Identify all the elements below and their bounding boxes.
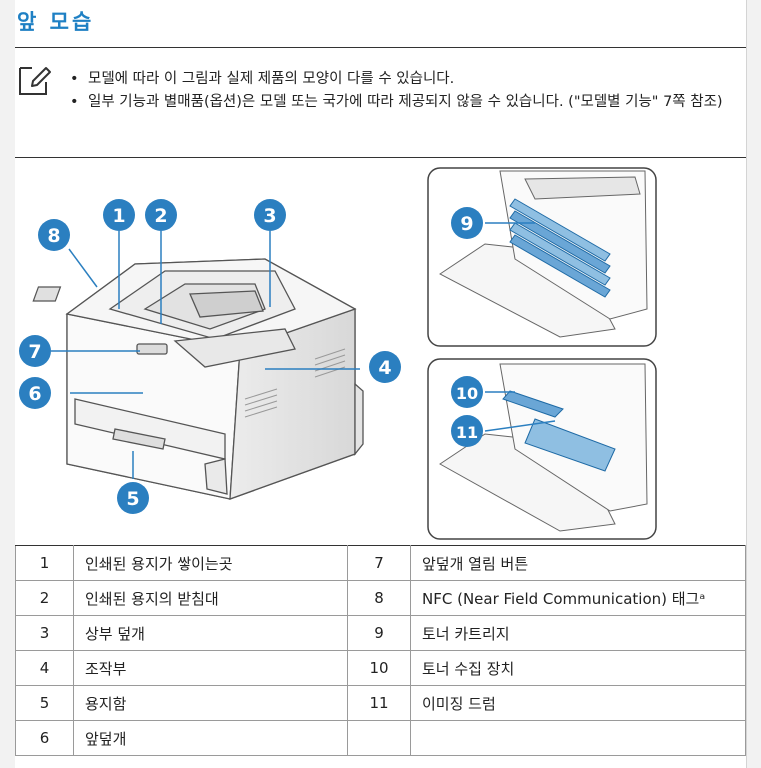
note-item: 일부 기능과 별매품(옵션)은 모델 또는 국가에 따라 제공되지 않을 수 있… <box>68 91 748 114</box>
part-number: 8 <box>347 580 411 616</box>
part-label: 인쇄된 용지의 받침대 <box>73 580 348 616</box>
part-number: 6 <box>15 720 74 756</box>
callout-10: 10 <box>451 376 483 408</box>
callout-2: 2 <box>145 199 177 231</box>
parts-table: 1 인쇄된 용지가 쌓이는곳 7 앞덮개 열림 버튼 2 인쇄된 용지의 받침대… <box>15 545 746 756</box>
part-number <box>347 720 411 756</box>
part-number: 3 <box>15 615 74 651</box>
toner-detail-panel <box>427 167 657 347</box>
notes-divider <box>15 157 746 158</box>
part-label: 조작부 <box>73 650 348 686</box>
table-row: 2 인쇄된 용지의 받침대 8 NFC (Near Field Communic… <box>15 580 746 616</box>
part-label: 용지함 <box>73 685 348 721</box>
part-number: 2 <box>15 580 74 616</box>
table-row: 3 상부 덮개 9 토너 카트리지 <box>15 615 746 651</box>
page-frame-right <box>746 0 761 768</box>
page-frame-left <box>0 0 15 768</box>
note-pencil-icon <box>18 64 52 98</box>
callout-4-label: 4 <box>378 357 391 379</box>
callout-7: 7 <box>19 335 51 367</box>
table-row: 6 앞덮개 <box>15 720 746 756</box>
drum-detail-panel <box>427 358 657 540</box>
table-row: 5 용지함 11 이미징 드럼 <box>15 685 746 721</box>
callout-8-label: 8 <box>47 225 60 247</box>
printer-front-view <box>32 258 364 500</box>
title-divider <box>15 47 746 48</box>
callout-1-label: 1 <box>112 205 125 227</box>
callout-10-label: 10 <box>456 384 478 403</box>
table-row: 1 인쇄된 용지가 쌓이는곳 7 앞덮개 열림 버튼 <box>15 545 746 581</box>
part-label: 앞덮개 <box>73 720 348 756</box>
callout-3-label: 3 <box>263 205 276 227</box>
table-row: 4 조작부 10 토너 수집 장치 <box>15 650 746 686</box>
note-item: 모델에 따라 이 그림과 실제 제품의 모양이 다를 수 있습니다. <box>68 68 748 91</box>
part-number: 7 <box>347 545 411 581</box>
part-number: 9 <box>347 615 411 651</box>
callout-9: 9 <box>451 207 483 239</box>
callout-8: 8 <box>38 219 70 251</box>
printer-illustration: 1 2 3 4 5 6 7 8 9 10 11 <box>19 167 657 540</box>
callout-9-label: 9 <box>460 213 473 235</box>
part-label: 토너 카트리지 <box>410 615 746 651</box>
part-label: 이미징 드럼 <box>410 685 746 721</box>
page-title: 앞 모습 <box>17 10 95 34</box>
callout-6: 6 <box>19 377 51 409</box>
part-number: 11 <box>347 685 411 721</box>
callout-11-label: 11 <box>456 423 478 442</box>
part-label: 인쇄된 용지가 쌓이는곳 <box>73 545 348 581</box>
part-number: 5 <box>15 685 74 721</box>
callout-5-label: 5 <box>126 488 139 510</box>
callout-7-label: 7 <box>28 341 41 363</box>
callout-2-label: 2 <box>154 205 167 227</box>
callout-4: 4 <box>369 351 401 383</box>
callout-6-label: 6 <box>28 383 41 405</box>
part-label: 토너 수집 장치 <box>410 650 746 686</box>
part-label: 앞덮개 열림 버튼 <box>410 545 746 581</box>
callout-5: 5 <box>117 482 149 514</box>
part-label: 상부 덮개 <box>73 615 348 651</box>
callout-3: 3 <box>254 199 286 231</box>
part-label <box>410 720 746 756</box>
callout-1: 1 <box>103 199 135 231</box>
part-number: 4 <box>15 650 74 686</box>
callout-11: 11 <box>451 415 483 447</box>
part-number: 10 <box>347 650 411 686</box>
notes-list: 모델에 따라 이 그림과 실제 제품의 모양이 다를 수 있습니다. 일부 기능… <box>68 68 748 114</box>
part-label: NFC (Near Field Communication) 태그ᵃ <box>410 580 746 616</box>
part-number: 1 <box>15 545 74 581</box>
